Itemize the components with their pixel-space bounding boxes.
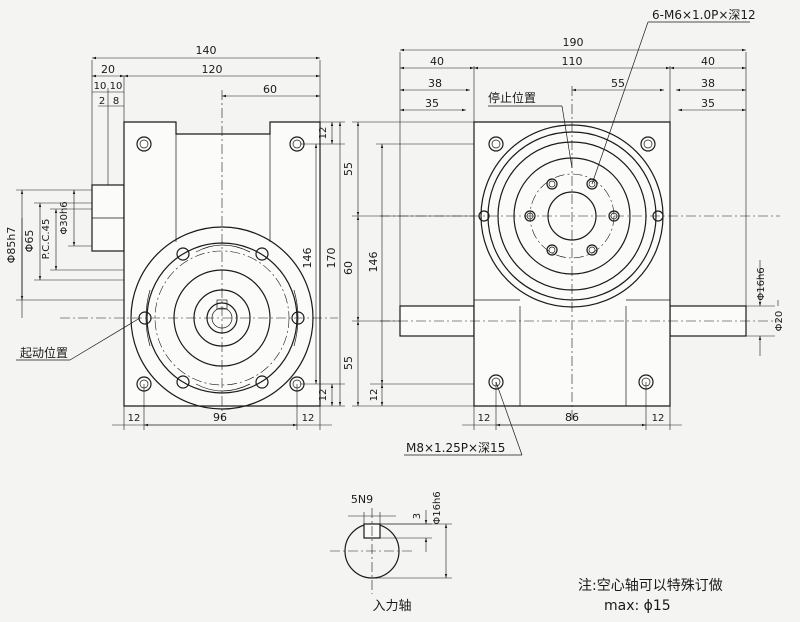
right-dim-190: 190: [563, 36, 584, 49]
shaft-dim-dia16: Φ16h6: [432, 491, 443, 524]
right-dim-38-right: 38: [701, 77, 715, 90]
left-dim-12-bottom: 12: [318, 389, 329, 402]
right-dim-12-br: 12: [652, 413, 665, 424]
right-dim-40-left: 40: [430, 55, 444, 68]
right-dim-dia20: Φ20: [774, 311, 785, 332]
left-dim-2: 2: [99, 96, 105, 107]
left-dim-dia65: Φ65: [23, 230, 36, 253]
left-dim-20: 20: [101, 63, 115, 76]
left-dim-12-top: 12: [318, 127, 329, 140]
left-dim-10a: 10: [94, 81, 107, 92]
note-line-2: max: ϕ15: [604, 598, 671, 614]
right-view: 190 40 110 40 38 38 35 35 55 6-M6×1.0P×深…: [342, 8, 785, 456]
callout-6-m6: 6-M6×1.0P×深12: [652, 8, 756, 22]
left-dim-12-bl: 12: [128, 413, 141, 424]
right-dim-55: 55: [611, 77, 625, 90]
left-dim-120: 120: [202, 63, 223, 76]
shaft-dim-3: 3: [412, 513, 423, 519]
note-line-1: 注:空心轴可以特殊订做: [578, 578, 723, 594]
left-body-outline: [123, 121, 321, 407]
right-dim-86: 86: [565, 411, 579, 424]
shaft-section-label: 入力轴: [372, 599, 411, 614]
label-stop-position: 停止位置: [488, 90, 536, 105]
right-dim-110: 110: [562, 55, 583, 68]
right-dim-dia16: Φ16h6: [756, 267, 767, 300]
shaft-section: 5N9 3 Φ16h6 入力轴: [330, 491, 452, 614]
right-dim-12-side: 12: [369, 389, 380, 402]
label-start-position: 起动位置: [20, 345, 68, 360]
left-dim-12-br: 12: [302, 413, 315, 424]
left-dim-140: 140: [196, 44, 217, 57]
right-six-holes: [524, 178, 620, 256]
right-dim-35-right: 35: [701, 97, 715, 110]
left-dim-8: 8: [113, 96, 119, 107]
right-dim-40-right: 40: [701, 55, 715, 68]
right-dim-55-top: 55: [342, 162, 355, 176]
left-dim-96: 96: [213, 411, 227, 424]
left-dim-pcc45: P.C.C.45: [41, 219, 52, 260]
right-dim-12-bl: 12: [478, 413, 491, 424]
callout-m8: M8×1.25P×深15: [406, 441, 505, 455]
left-dim-170: 170: [325, 248, 338, 269]
left-dim-10b: 10: [110, 81, 123, 92]
right-dim-60: 60: [342, 261, 355, 275]
shaft-key-5n9: 5N9: [351, 493, 373, 506]
left-dim-146: 146: [301, 248, 314, 269]
note-block: 注:空心轴可以特殊订做 max: ϕ15: [578, 578, 723, 614]
right-dim-38-left: 38: [428, 77, 442, 90]
right-dim-146: 146: [367, 252, 380, 273]
right-dim-35-left: 35: [425, 97, 439, 110]
left-view: 140 20 120 10 10 2 8 60 Φ85h7 Φ65 P.C.C.…: [5, 44, 345, 430]
left-dim-dia30: Φ30h6: [59, 201, 70, 234]
left-dim-60: 60: [263, 83, 277, 96]
right-dim-55-bottom: 55: [342, 356, 355, 370]
left-dim-dia85: Φ85h7: [5, 227, 18, 264]
